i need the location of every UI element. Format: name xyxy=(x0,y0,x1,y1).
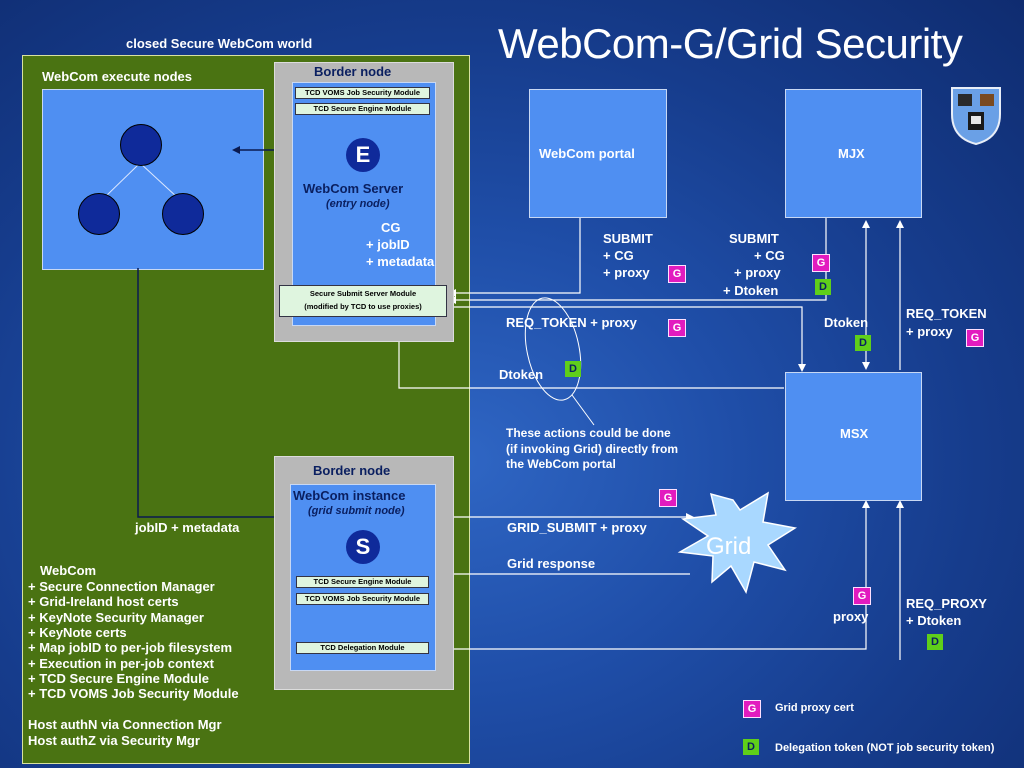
submit2-line: + Dtoken xyxy=(723,283,779,298)
execute-nodes-label: WebCom execute nodes xyxy=(42,69,193,84)
feature-item: + TCD Secure Engine Module xyxy=(28,671,209,686)
note-line: These actions could be done xyxy=(506,426,671,440)
grid-submit-label: GRID_SUBMIT + proxy xyxy=(507,520,647,535)
cg-line-2: + jobID xyxy=(366,237,410,252)
engine-module-bottom: TCD Secure Engine Module xyxy=(296,576,429,588)
secure-submit-module: Secure Submit Server Module (modified by… xyxy=(279,285,447,317)
host-authz: Host authZ via Security Mgr xyxy=(28,733,200,748)
webcom-instance-sub: (grid submit node) xyxy=(308,505,405,517)
req-proxy-line: + Dtoken xyxy=(906,613,962,628)
proxy-cert-badge: G xyxy=(853,587,871,605)
grid-response-label: Grid response xyxy=(507,556,596,571)
submit-module-line-1: Secure Submit Server Module xyxy=(309,289,417,298)
submit-node-icon: S xyxy=(346,530,380,564)
delegation-token-badge: D xyxy=(855,335,871,351)
proxy-cert-badge: G xyxy=(659,489,677,507)
delegation-token-badge: D xyxy=(565,361,581,377)
dtoken-label-b: Dtoken xyxy=(499,367,544,382)
legend-d-text: Delegation token (NOT job security token… xyxy=(775,742,995,754)
entry-node-icon: E xyxy=(346,138,380,172)
proxy-cert-badge: G xyxy=(812,254,830,272)
execute-nodes-box xyxy=(42,89,264,270)
grid-label: Grid xyxy=(706,533,752,560)
feature-item: + Map jobID to per-job filesystem xyxy=(28,640,233,655)
execute-node xyxy=(78,193,120,235)
feature-item: + Grid-Ireland host certs xyxy=(28,594,179,609)
legend-g-text: Grid proxy cert xyxy=(775,702,854,714)
border-node-bottom-label: Border node xyxy=(313,463,391,478)
proxy-cert-badge: G xyxy=(668,265,686,283)
webcom-instance-title: WebCom instance xyxy=(293,488,406,503)
webcom-portal-label: WebCom portal xyxy=(539,146,635,161)
submit2-line: + proxy xyxy=(734,265,781,280)
jobid-metadata-label: jobID + metadata xyxy=(135,520,240,535)
host-authn: Host authN via Connection Mgr xyxy=(28,717,222,732)
msx-box xyxy=(785,372,922,501)
submit1-line: + CG xyxy=(603,248,634,263)
dtoken-label-a: Dtoken xyxy=(824,315,869,330)
req-token2-line: + proxy xyxy=(906,324,953,339)
delegation-token-badge: D xyxy=(815,279,831,295)
note-line: (if invoking Grid) directly from xyxy=(506,442,679,456)
legend-d-badge: D xyxy=(743,739,759,755)
submit2-line: + CG xyxy=(754,248,785,263)
submit1-line: + proxy xyxy=(603,265,650,280)
university-crest-icon xyxy=(951,87,1001,146)
webcom-server-title: WebCom Server xyxy=(303,181,404,196)
proxy-label: proxy xyxy=(833,609,869,624)
engine-module-top: TCD Secure Engine Module xyxy=(295,103,430,115)
feature-item: + KeyNote Security Manager xyxy=(28,610,204,625)
closed-world-label: closed Secure WebCom world xyxy=(126,36,313,51)
feature-item: + KeyNote certs xyxy=(28,625,127,640)
submit-module-line-2: (modified by TCD to use proxies) xyxy=(304,302,422,311)
feature-item: + TCD VOMS Job Security Module xyxy=(28,686,239,701)
execute-node xyxy=(120,124,162,166)
webcom-portal-box xyxy=(529,89,667,218)
mjx-label: MJX xyxy=(838,146,865,161)
cg-line-3: + metadata xyxy=(366,254,435,269)
legend-g-badge: G xyxy=(743,700,761,718)
req-token2-line: REQ_TOKEN xyxy=(906,306,987,321)
mjx-box xyxy=(785,89,922,218)
execute-node xyxy=(162,193,204,235)
slide-title: WebCom-G/Grid Security xyxy=(498,20,963,67)
border-node-top-label: Border node xyxy=(314,64,392,79)
req-proxy-line: REQ_PROXY xyxy=(906,596,987,611)
voms-module-top: TCD VOMS Job Security Module xyxy=(295,87,430,99)
delegation-token-badge: D xyxy=(927,634,943,650)
voms-module-bottom: TCD VOMS Job Security Module xyxy=(296,593,429,605)
webcom-server-sub: (entry node) xyxy=(326,198,390,210)
msx-label: MSX xyxy=(840,426,869,441)
proxy-cert-badge: G xyxy=(966,329,984,347)
feature-item: + Execution in per-job context xyxy=(28,656,214,671)
submit1-line: SUBMIT xyxy=(603,231,653,246)
delegation-module: TCD Delegation Module xyxy=(296,642,429,654)
proxy-cert-badge: G xyxy=(668,319,686,337)
req-token-proxy-label: REQ_TOKEN + proxy xyxy=(506,315,637,330)
feature-item: + Secure Connection Manager xyxy=(28,579,215,594)
note-line: the WebCom portal xyxy=(506,457,616,471)
feature-item: WebCom xyxy=(40,563,97,578)
cg-line-1: CG xyxy=(381,220,401,235)
submit2-line: SUBMIT xyxy=(729,231,779,246)
